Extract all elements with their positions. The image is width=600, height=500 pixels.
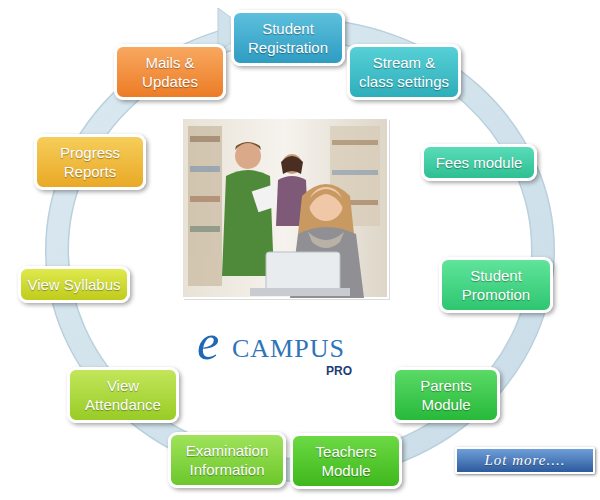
module-box: Fees module (421, 144, 537, 181)
module-box: Teachers Module (290, 433, 402, 489)
module-label: Teachers Module (299, 442, 393, 480)
module-box: Student Promotion (439, 257, 553, 313)
module-label: Student Promotion (448, 266, 544, 304)
students-photo (180, 116, 392, 302)
ring-outline (57, 30, 543, 470)
module-box: Mails & Updates (114, 44, 226, 100)
module-box: View Attendance (67, 367, 179, 423)
module-label: Fees module (430, 153, 528, 172)
module-box: Parents Module (392, 367, 500, 423)
student-woman-front (250, 184, 364, 298)
module-label: Stream & class settings (356, 53, 452, 91)
module-box: Progress Reports (34, 134, 146, 190)
module-label: Examination Information (177, 441, 277, 479)
module-label: Parents Module (401, 376, 491, 414)
logo-suffix: PRO (326, 364, 352, 378)
more-button: Lot more.... (455, 447, 595, 474)
module-box: Examination Information (168, 432, 286, 488)
module-label: Progress Reports (43, 143, 137, 181)
module-box: Stream & class settings (347, 44, 461, 100)
module-label: View Attendance (76, 376, 170, 414)
logo-word: CAMPUS (232, 334, 345, 364)
module-label: Mails & Updates (123, 53, 217, 91)
module-label: Student Registration (240, 19, 336, 57)
module-label: Lot more.... (463, 451, 587, 470)
module-label: View Syllabus (27, 275, 121, 294)
ring-band (57, 30, 543, 470)
module-box: View Syllabus (18, 266, 130, 303)
logo-letter: e (197, 314, 219, 370)
module-box: Student Registration (231, 10, 345, 66)
